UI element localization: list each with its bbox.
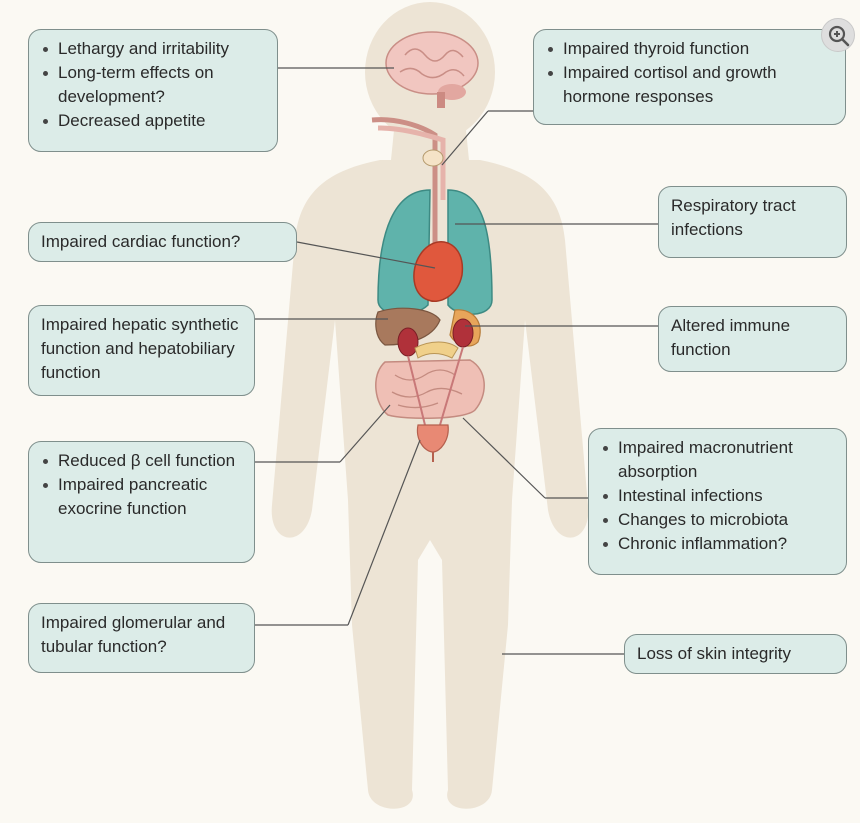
cardiac-callout: Impaired cardiac function? (28, 222, 297, 262)
immune-effect-text: Altered immune function (671, 314, 834, 362)
brain-effect-item: Long-term effects on development? (41, 61, 265, 109)
zoom-button[interactable] (821, 18, 855, 52)
pancreas-callout: Reduced β cell function Impaired pancrea… (28, 441, 255, 563)
thyroid-effect-item: Impaired thyroid function (546, 37, 833, 61)
hepatic-callout: Impaired hepatic synthetic function and … (28, 305, 255, 396)
brain-effect-item: Decreased appetite (41, 109, 265, 133)
thyroid-effect-item: Impaired cortisol and growth hormone res… (546, 61, 833, 109)
hepatic-effect-text: Impaired hepatic synthetic function and … (41, 313, 242, 385)
respiratory-effect-text: Respiratory tract infections (671, 194, 834, 242)
brain-effect-item: Lethargy and irritability (41, 37, 265, 61)
kidney-callout: Impaired glomerular and tubular function… (28, 603, 255, 673)
pancreas-effect-item: Reduced β cell function (41, 449, 242, 473)
kidney-effect-text: Impaired glomerular and tubular function… (41, 611, 242, 659)
pancreas-effect-item: Impaired pancreatic exocrine function (41, 473, 242, 521)
zoom-in-icon (826, 23, 852, 49)
intestine-effect-item: Intestinal infections (601, 484, 834, 508)
intestine-callout: Impaired macronutrient absorption Intest… (588, 428, 847, 575)
intestine-effect-item: Changes to microbiota (601, 508, 834, 532)
thyroid-callout: Impaired thyroid function Impaired corti… (533, 29, 846, 125)
brain-callout: Lethargy and irritability Long-term effe… (28, 29, 278, 152)
immune-callout: Altered immune function (658, 306, 847, 372)
cardiac-effect-text: Impaired cardiac function? (41, 230, 284, 254)
intestines-organ (376, 360, 484, 418)
skin-effect-text: Loss of skin integrity (637, 642, 834, 666)
respiratory-callout: Respiratory tract infections (658, 186, 847, 258)
intestine-effect-item: Impaired macronutrient absorption (601, 436, 834, 484)
intestine-effect-item: Chronic inflammation? (601, 532, 834, 556)
skin-callout: Loss of skin integrity (624, 634, 847, 674)
